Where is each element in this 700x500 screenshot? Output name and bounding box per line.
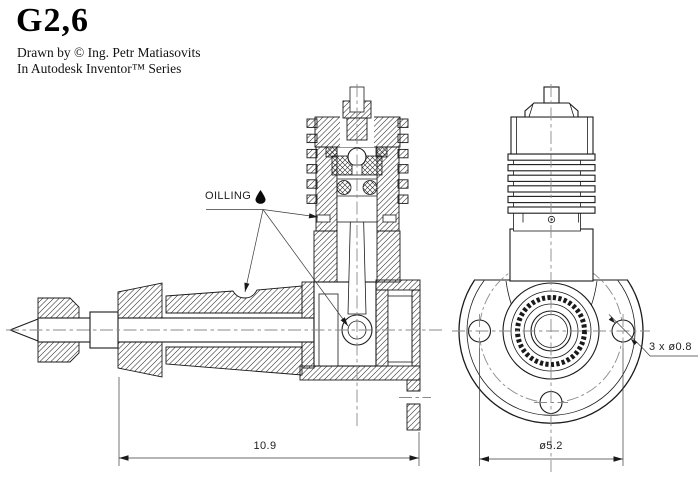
dimension-overall-length: 10.9: [253, 440, 277, 452]
oiling-leader: [244, 209, 264, 293]
wrist-pin: [336, 180, 352, 195]
cylinder-base-front: [509, 228, 594, 282]
prop-driver: [117, 282, 163, 319]
backplate: [387, 295, 413, 363]
annotations: [118, 209, 698, 466]
oiling-leader: [262, 209, 319, 219]
plug-terminal-front: [543, 86, 560, 104]
bearing-housing: [165, 285, 303, 314]
head-front: [510, 116, 594, 155]
hole-spec-leader: [608, 314, 698, 357]
port: [316, 214, 331, 223]
credit-line-2: In Autodesk Inventor™ Series: [17, 61, 182, 76]
cooling-fins-side: [306, 118, 409, 204]
oiling-callout: OILLING: [205, 190, 266, 204]
oil-drop-icon: [255, 190, 266, 204]
front-view: [452, 84, 650, 472]
oiling-label: OILLING: [205, 190, 252, 202]
page-title: G2,6: [16, 2, 89, 39]
dimension-overall-length-lines: [118, 377, 420, 466]
side-section-view: [6, 84, 444, 431]
plug-hex-front: [524, 102, 579, 118]
dimension-bolt-circle: ø5.2: [539, 440, 563, 452]
pressure-tap: [547, 215, 556, 224]
cooling-fins-front: [507, 153, 596, 214]
seal: [325, 146, 338, 158]
mounting-lug: [406, 379, 421, 392]
spinner-nut: [37, 297, 80, 319]
hole-spec-label: 3 x ø0.8: [649, 341, 692, 353]
dimension-bolt-circle-lines: [479, 348, 624, 466]
oiling-leader: [262, 209, 349, 327]
credit-line-1: Drawn by © Ing. Petr Matiasovits: [17, 45, 201, 60]
